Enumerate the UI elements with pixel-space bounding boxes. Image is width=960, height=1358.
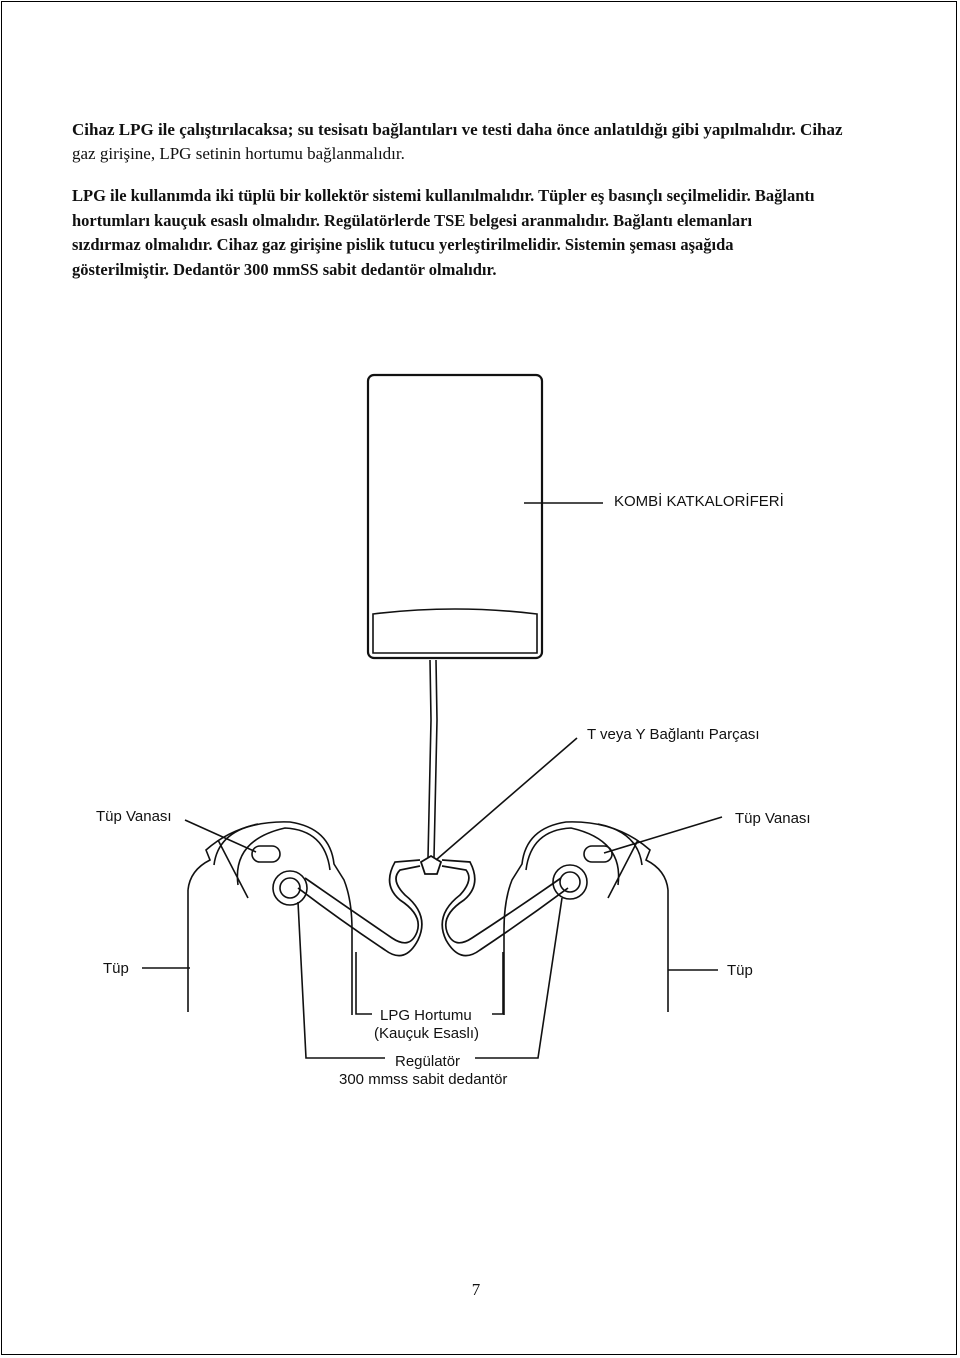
left-gas-cylinder [187,821,353,1015]
t-connector-leader-line [435,737,578,861]
t-connector-label: T veya Y Bağlantı Parçası [587,726,760,743]
intro-paragraph: Cihaz LPG ile çalıştırılacaksa; su tesis… [72,118,912,166]
regulator-label-line-2: 300 mmss sabit dedantör [339,1071,507,1088]
intro-normal-text: gaz girişine, LPG setinin hortumu bağlan… [72,144,405,163]
instructions-line-3: sızdırmaz olmalıdır. Cihaz gaz girişine … [72,235,734,254]
hose-label-line-2: (Kauçuk Esaslı) [374,1025,479,1042]
combi-boiler [366,373,544,660]
left-valve-leader-line [184,819,257,853]
instructions-line-4: gösterilmiştir. Dedantör 300 mmSS sabit … [72,259,497,279]
t-connector [419,854,443,875]
hose-leader-line [355,952,372,1015]
right-tube-label: Tüp [727,962,753,979]
instructions-line-2: hortumları kauçuk esaslı olmalıdır. Regü… [72,210,753,230]
lpg-system-diagram: KOMBİ KATKALORİFERİ T veya Y Bağlantı Pa… [96,373,811,1088]
page-number: 7 [471,1280,481,1299]
right-valve-leader-line [603,816,723,854]
left-tube-label: Tüp [103,960,129,977]
combi-label: KOMBİ KATKALORİFERİ [614,492,784,510]
intro-bold-text: Cihaz LPG ile çalıştırılacaksa; su tesis… [72,120,843,139]
regulator-label-line-1: Regülatör [395,1053,460,1070]
right-gas-cylinder [503,821,669,1015]
gas-pipe [427,659,432,859]
hose-label-line-1: LPG Hortumu [380,1007,472,1024]
lpg-instructions-paragraph: LPG ile kullanımda iki tüplü bir kollekt… [72,184,912,282]
left-valve-label: Tüp Vanası [96,808,172,825]
right-valve-label: Tüp Vanası [735,810,811,827]
lpg-hose [297,859,569,957]
instructions-line-1: LPG ile kullanımda iki tüplü bir kollekt… [72,186,815,205]
regulator-leader-line [297,901,385,1059]
